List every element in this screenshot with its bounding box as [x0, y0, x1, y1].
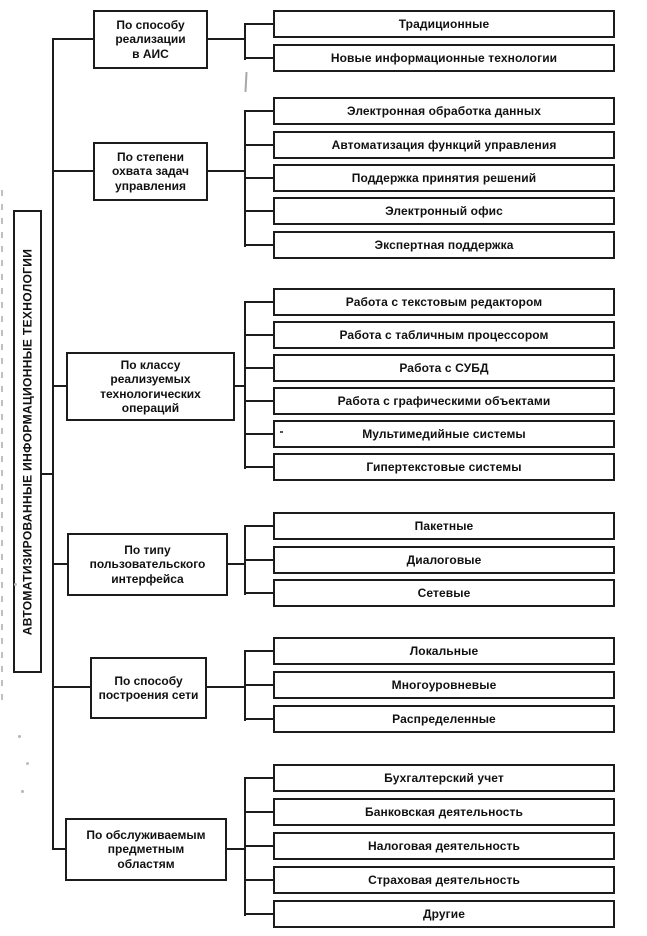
category-label: По обслуживаемым предметным областям [86, 827, 206, 871]
category-box-ais-implementation: По способу реализации в АИС [93, 10, 208, 69]
branch-line [53, 848, 66, 850]
bus-line [244, 650, 246, 721]
stub-line [246, 244, 273, 246]
leaf-box: Работа с графическими объектами [273, 387, 615, 415]
branch-line [53, 170, 93, 172]
category-connector-line [227, 848, 246, 850]
leaf-box: Автоматизация функций управления [273, 131, 615, 159]
root-label: АВТОМАТИЗИРОВАННЫЕ ИНФОРМАЦИОННЫЕ ТЕХНОЛ… [20, 248, 35, 635]
stub-line [246, 913, 273, 915]
category-connector-line [235, 385, 246, 387]
stub-line [246, 367, 273, 369]
category-box-ui-type: По типу пользовательского интерфейса [67, 533, 228, 596]
category-connector-line [208, 170, 246, 172]
scan-artifact [26, 762, 29, 765]
scan-artifact [18, 735, 21, 738]
stub-line [246, 811, 273, 813]
leaf-box: Сетевые [273, 579, 615, 607]
leaf-box: Электронная обработка данных [273, 97, 615, 125]
stub-line [246, 334, 273, 336]
branch-line [53, 563, 68, 565]
category-box-network-topology: По способу построения сети [90, 657, 207, 719]
category-box-operation-class: По классу реализуемых технологических оп… [66, 352, 235, 421]
bus-line [244, 301, 246, 469]
category-label: По типу пользовательского интерфейса [89, 542, 206, 586]
leaf-box: Новые информационные технологии [273, 44, 615, 72]
stub-line [246, 684, 273, 686]
category-connector-line [207, 686, 246, 688]
leaf-box: Мультимедийные системы [273, 420, 615, 448]
leaf-box: Работа с СУБД [273, 354, 615, 382]
stub-line [246, 301, 273, 303]
scan-artifact [21, 790, 24, 793]
scan-artifact [14, 583, 17, 586]
stub-line [246, 110, 273, 112]
stub-line [246, 592, 273, 594]
leaf-box: Традиционные [273, 10, 615, 38]
bus-line [244, 23, 246, 60]
leaf-box: Распределенные [273, 705, 615, 733]
bus-line [244, 525, 246, 595]
stub-line [246, 433, 273, 435]
leaf-box: Многоуровневые [273, 671, 615, 699]
leaf-box: Экспертная поддержка [273, 231, 615, 259]
leaf-box: Диалоговые [273, 546, 615, 574]
branch-line [53, 385, 67, 387]
stub-line [246, 777, 273, 779]
category-box-management-coverage: По степени охвата задач управления [93, 142, 208, 201]
leaf-box: Работа с текстовым редактором [273, 288, 615, 316]
leaf-box: Бухгалтерский учет [273, 764, 615, 792]
stub-line [246, 845, 273, 847]
root-connector-line [42, 473, 54, 475]
stub-line [246, 400, 273, 402]
bus-line [244, 110, 246, 247]
leaf-box: Работа с табличным процессором [273, 321, 615, 349]
stub-line [246, 525, 273, 527]
leaf-box: Электронный офис [273, 197, 615, 225]
leaf-box: Пакетные [273, 512, 615, 540]
leaf-box: Налоговая деятельность [273, 832, 615, 860]
stub-line [246, 210, 273, 212]
trunk-line [52, 38, 54, 850]
scan-artifact [244, 71, 248, 93]
bus-line [244, 777, 246, 916]
stub-line [246, 144, 273, 146]
leaf-box: Поддержка принятия решений [273, 164, 615, 192]
category-label: По классу реализуемых технологических оп… [100, 357, 201, 416]
branch-line [53, 686, 91, 688]
category-connector-line [208, 38, 246, 40]
scan-artifact [280, 431, 283, 433]
stub-line [246, 650, 273, 652]
leaf-box: Страховая деятельность [273, 866, 615, 894]
stub-line [246, 466, 273, 468]
scan-edge-artifact [1, 190, 3, 705]
category-box-subject-domain: По обслуживаемым предметным областям [65, 818, 227, 881]
root-box: АВТОМАТИЗИРОВАННЫЕ ИНФОРМАЦИОННЫЕ ТЕХНОЛ… [13, 210, 42, 673]
leaf-box: Другие [273, 900, 615, 928]
category-label: По способу построения сети [98, 673, 199, 703]
category-connector-line [228, 563, 246, 565]
stub-line [246, 177, 273, 179]
stub-line [246, 559, 273, 561]
leaf-box: Гипертекстовые системы [273, 453, 615, 481]
category-label: По способу реализации в АИС [115, 17, 186, 61]
stub-line [246, 57, 273, 59]
leaf-box: Локальные [273, 637, 615, 665]
stub-line [246, 879, 273, 881]
category-label: По степени охвата задач управления [112, 149, 189, 193]
stub-line [246, 23, 273, 25]
branch-line [53, 38, 93, 40]
leaf-box: Банковская деятельность [273, 798, 615, 826]
stub-line [246, 718, 273, 720]
